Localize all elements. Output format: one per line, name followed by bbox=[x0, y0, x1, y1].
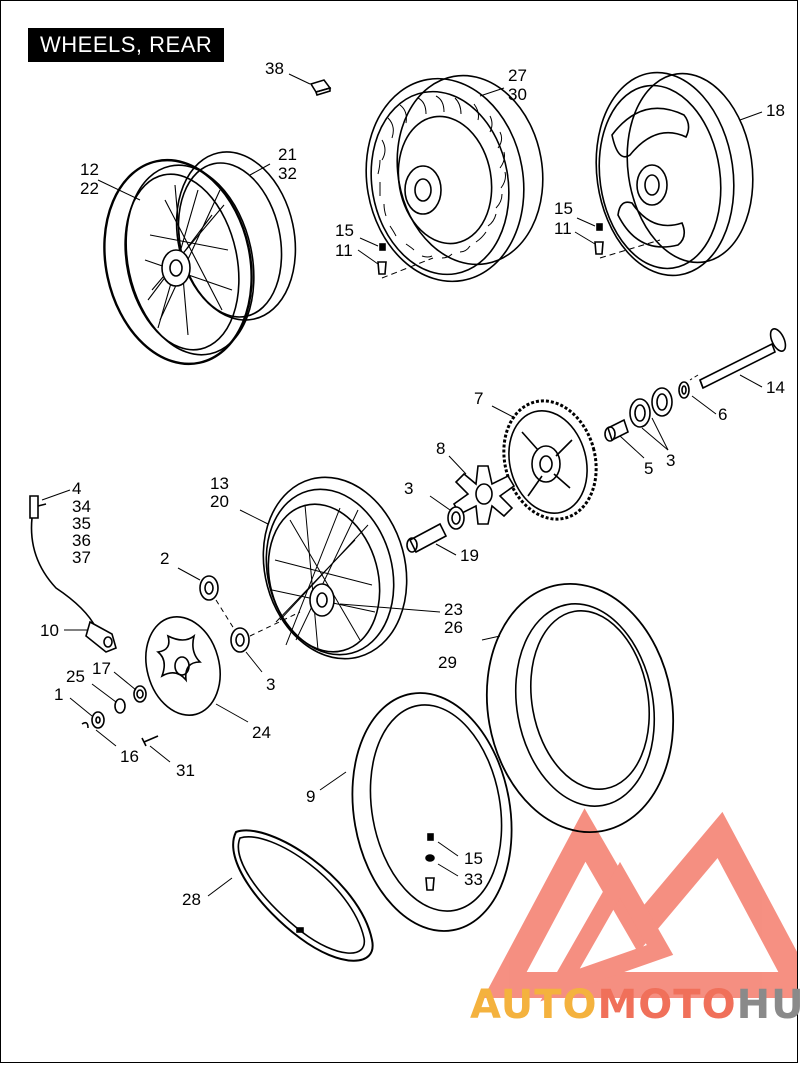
callout-21: 21 bbox=[278, 145, 297, 164]
part-12-22-brake-rotor bbox=[103, 158, 253, 366]
callout-33: 33 bbox=[464, 870, 483, 889]
callout-7: 7 bbox=[474, 389, 483, 408]
callout-4: 4 bbox=[72, 479, 81, 498]
callout-3-c: 3 bbox=[266, 675, 275, 694]
part-10-sensor-bracket bbox=[85, 620, 117, 653]
callout-labels: 38 27 30 18 21 32 12 22 15 11 15 11 14 7… bbox=[40, 59, 785, 909]
part-27-30-cast-wheel bbox=[365, 74, 544, 283]
callout-13: 13 bbox=[210, 474, 229, 493]
part-19-spacer-tube bbox=[406, 522, 448, 554]
leader-lines bbox=[41, 73, 763, 897]
callout-10: 10 bbox=[40, 621, 59, 640]
callout-8: 8 bbox=[436, 439, 445, 458]
watermark-logo bbox=[483, 808, 797, 1002]
part-24-brake-rotor bbox=[145, 616, 221, 716]
part-6-washer bbox=[678, 381, 690, 399]
part-9-inner-tube bbox=[351, 692, 513, 932]
callout-15-a: 15 bbox=[335, 221, 354, 240]
part-5-spacer bbox=[604, 418, 629, 442]
part-18-disc-wheel bbox=[595, 71, 754, 277]
callout-25: 25 bbox=[66, 667, 85, 686]
watermark-part-2: MOTO bbox=[597, 982, 737, 1028]
callout-15-b: 15 bbox=[554, 199, 573, 218]
callout-31: 31 bbox=[176, 761, 195, 780]
part-4-wheel-speed-sensor bbox=[29, 495, 97, 629]
callout-6: 6 bbox=[718, 405, 727, 424]
part-25-washer bbox=[114, 698, 126, 714]
callout-29: 29 bbox=[438, 653, 457, 672]
watermark-text: AUTOMOTOHUB bbox=[470, 982, 800, 1028]
callout-18: 18 bbox=[766, 101, 785, 120]
callout-22: 22 bbox=[80, 179, 99, 198]
callout-38: 38 bbox=[265, 59, 284, 78]
part-3-bearing-right bbox=[629, 387, 673, 428]
callout-27: 27 bbox=[508, 66, 527, 85]
callout-11-a: 11 bbox=[335, 241, 353, 260]
part-3-bearing-center bbox=[447, 506, 465, 530]
callout-5: 5 bbox=[644, 459, 653, 478]
callout-15-c: 15 bbox=[464, 849, 483, 868]
part-17-spacer bbox=[133, 685, 147, 703]
part-1-axle-nut bbox=[81, 711, 105, 729]
callout-14: 14 bbox=[766, 378, 785, 397]
callout-23: 23 bbox=[444, 600, 463, 619]
callout-19: 19 bbox=[460, 546, 479, 565]
part-15-11-valve-stem-a bbox=[377, 243, 434, 279]
callout-37: 37 bbox=[72, 548, 91, 567]
callout-32: 32 bbox=[278, 164, 297, 183]
callout-34: 34 bbox=[72, 497, 91, 516]
part-13-20-laced-wheel bbox=[262, 476, 408, 660]
callout-16: 16 bbox=[120, 747, 139, 766]
part-21-32-laced-wheel bbox=[124, 151, 297, 356]
callout-35: 35 bbox=[72, 514, 91, 533]
part-28-drive-belt bbox=[232, 829, 374, 962]
callout-24: 24 bbox=[252, 723, 271, 742]
callout-3-b: 3 bbox=[666, 451, 675, 470]
callout-1: 1 bbox=[54, 685, 63, 704]
callout-20: 20 bbox=[210, 492, 229, 511]
part-15-33-valve-tube bbox=[425, 833, 435, 891]
page-title: WHEELS, REAR bbox=[28, 28, 225, 62]
part-38-block bbox=[309, 79, 332, 96]
callout-9: 9 bbox=[306, 787, 315, 806]
callout-2: 2 bbox=[160, 549, 169, 568]
callout-28: 28 bbox=[182, 890, 201, 909]
part-31-bolt bbox=[141, 735, 159, 747]
callout-17: 17 bbox=[92, 659, 111, 678]
part-14-axle bbox=[689, 328, 787, 390]
callout-11-b: 11 bbox=[554, 219, 572, 238]
part-2-bearing bbox=[199, 575, 237, 633]
callout-3-a: 3 bbox=[404, 479, 413, 498]
part-3-bearing-left bbox=[230, 611, 301, 653]
watermark-part-1: AUTO bbox=[470, 982, 598, 1028]
part-15-11-valve-stem-b bbox=[594, 223, 661, 259]
callout-36: 36 bbox=[72, 531, 91, 550]
part-7-sprocket bbox=[502, 399, 598, 521]
part-8-cush-drive bbox=[452, 465, 516, 525]
part-29-tire bbox=[485, 582, 675, 834]
watermark-part-3: HUB bbox=[736, 982, 800, 1028]
callout-12: 12 bbox=[80, 160, 99, 179]
callout-26: 26 bbox=[444, 618, 463, 637]
callout-30: 30 bbox=[508, 85, 527, 104]
